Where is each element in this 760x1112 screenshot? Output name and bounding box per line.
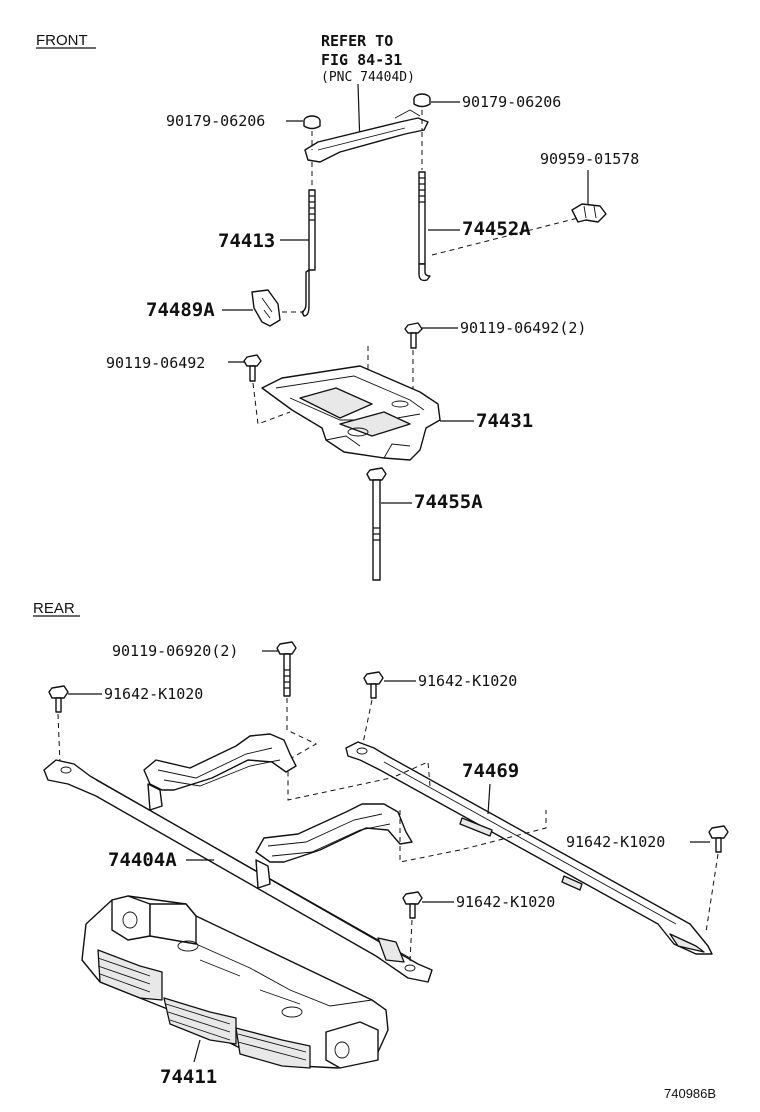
reference-line-3: (PNC 74404D)	[321, 70, 415, 85]
battery-tray	[261, 365, 441, 461]
callout-rod-left: 74413	[218, 230, 275, 252]
nut-right-icon	[413, 93, 431, 108]
callout-bolt-left: 90119-06492	[106, 354, 205, 372]
callout-bracket-left: 74404A	[108, 849, 177, 871]
callout-tray: 74431	[476, 410, 533, 432]
hold-down-clamp-bar	[304, 109, 429, 163]
callout-rod-right: 74452A	[462, 218, 531, 240]
clamp-icon	[571, 203, 607, 223]
front-section-label: FRONT	[36, 32, 88, 49]
clip-icon	[251, 289, 281, 327]
reference-line-2: FIG 84-31	[321, 51, 402, 69]
callout-nut-left: 90179-06206	[166, 112, 265, 130]
bolt-rear-right-icon	[708, 825, 729, 853]
callout-battery-carrier: 74411	[160, 1066, 217, 1088]
bolt-right-icon	[404, 322, 423, 349]
rod-left	[301, 162, 316, 317]
callout-bolt-rear-mid: 91642-K1020	[456, 893, 555, 911]
bolt-rear-top-icon	[363, 671, 384, 699]
bolt-rear-mid-icon	[402, 891, 423, 919]
callout-bolt-rear-2: 90119-06920(2)	[112, 642, 238, 660]
callout-bolt-rear-top: 91642-K1020	[418, 672, 517, 690]
nut-left-icon	[303, 115, 321, 130]
callout-long-bolt: 74455A	[414, 491, 483, 513]
callout-bracket-right: 74469	[462, 760, 519, 782]
reference-line-1: REFER TO	[321, 32, 393, 50]
long-bolt	[366, 467, 387, 581]
callout-bolt-right-2: 90119-06492(2)	[460, 319, 586, 337]
diagram-code: 740986B	[664, 1086, 716, 1101]
callout-bolt-rear-left: 91642-K1020	[104, 685, 203, 703]
bracket-left-rail	[43, 759, 433, 983]
battery-carrier	[81, 895, 389, 1069]
bracket-right-rail	[345, 741, 713, 955]
rear-section-label: REAR	[33, 600, 75, 617]
bolt-left-icon	[243, 354, 262, 382]
bolt-rear-left-icon	[48, 685, 69, 713]
bolt-rear-2-icon	[276, 641, 297, 697]
callout-nut-right: 90179-06206	[462, 93, 561, 111]
callout-bolt-rear-right: 91642-K1020	[566, 833, 665, 851]
callout-clip: 74489A	[146, 299, 215, 321]
upper-cross-frame	[143, 733, 297, 811]
rod-right	[418, 132, 431, 282]
lower-cross-frame	[255, 803, 413, 889]
callout-clamp: 90959-01578	[540, 150, 639, 168]
